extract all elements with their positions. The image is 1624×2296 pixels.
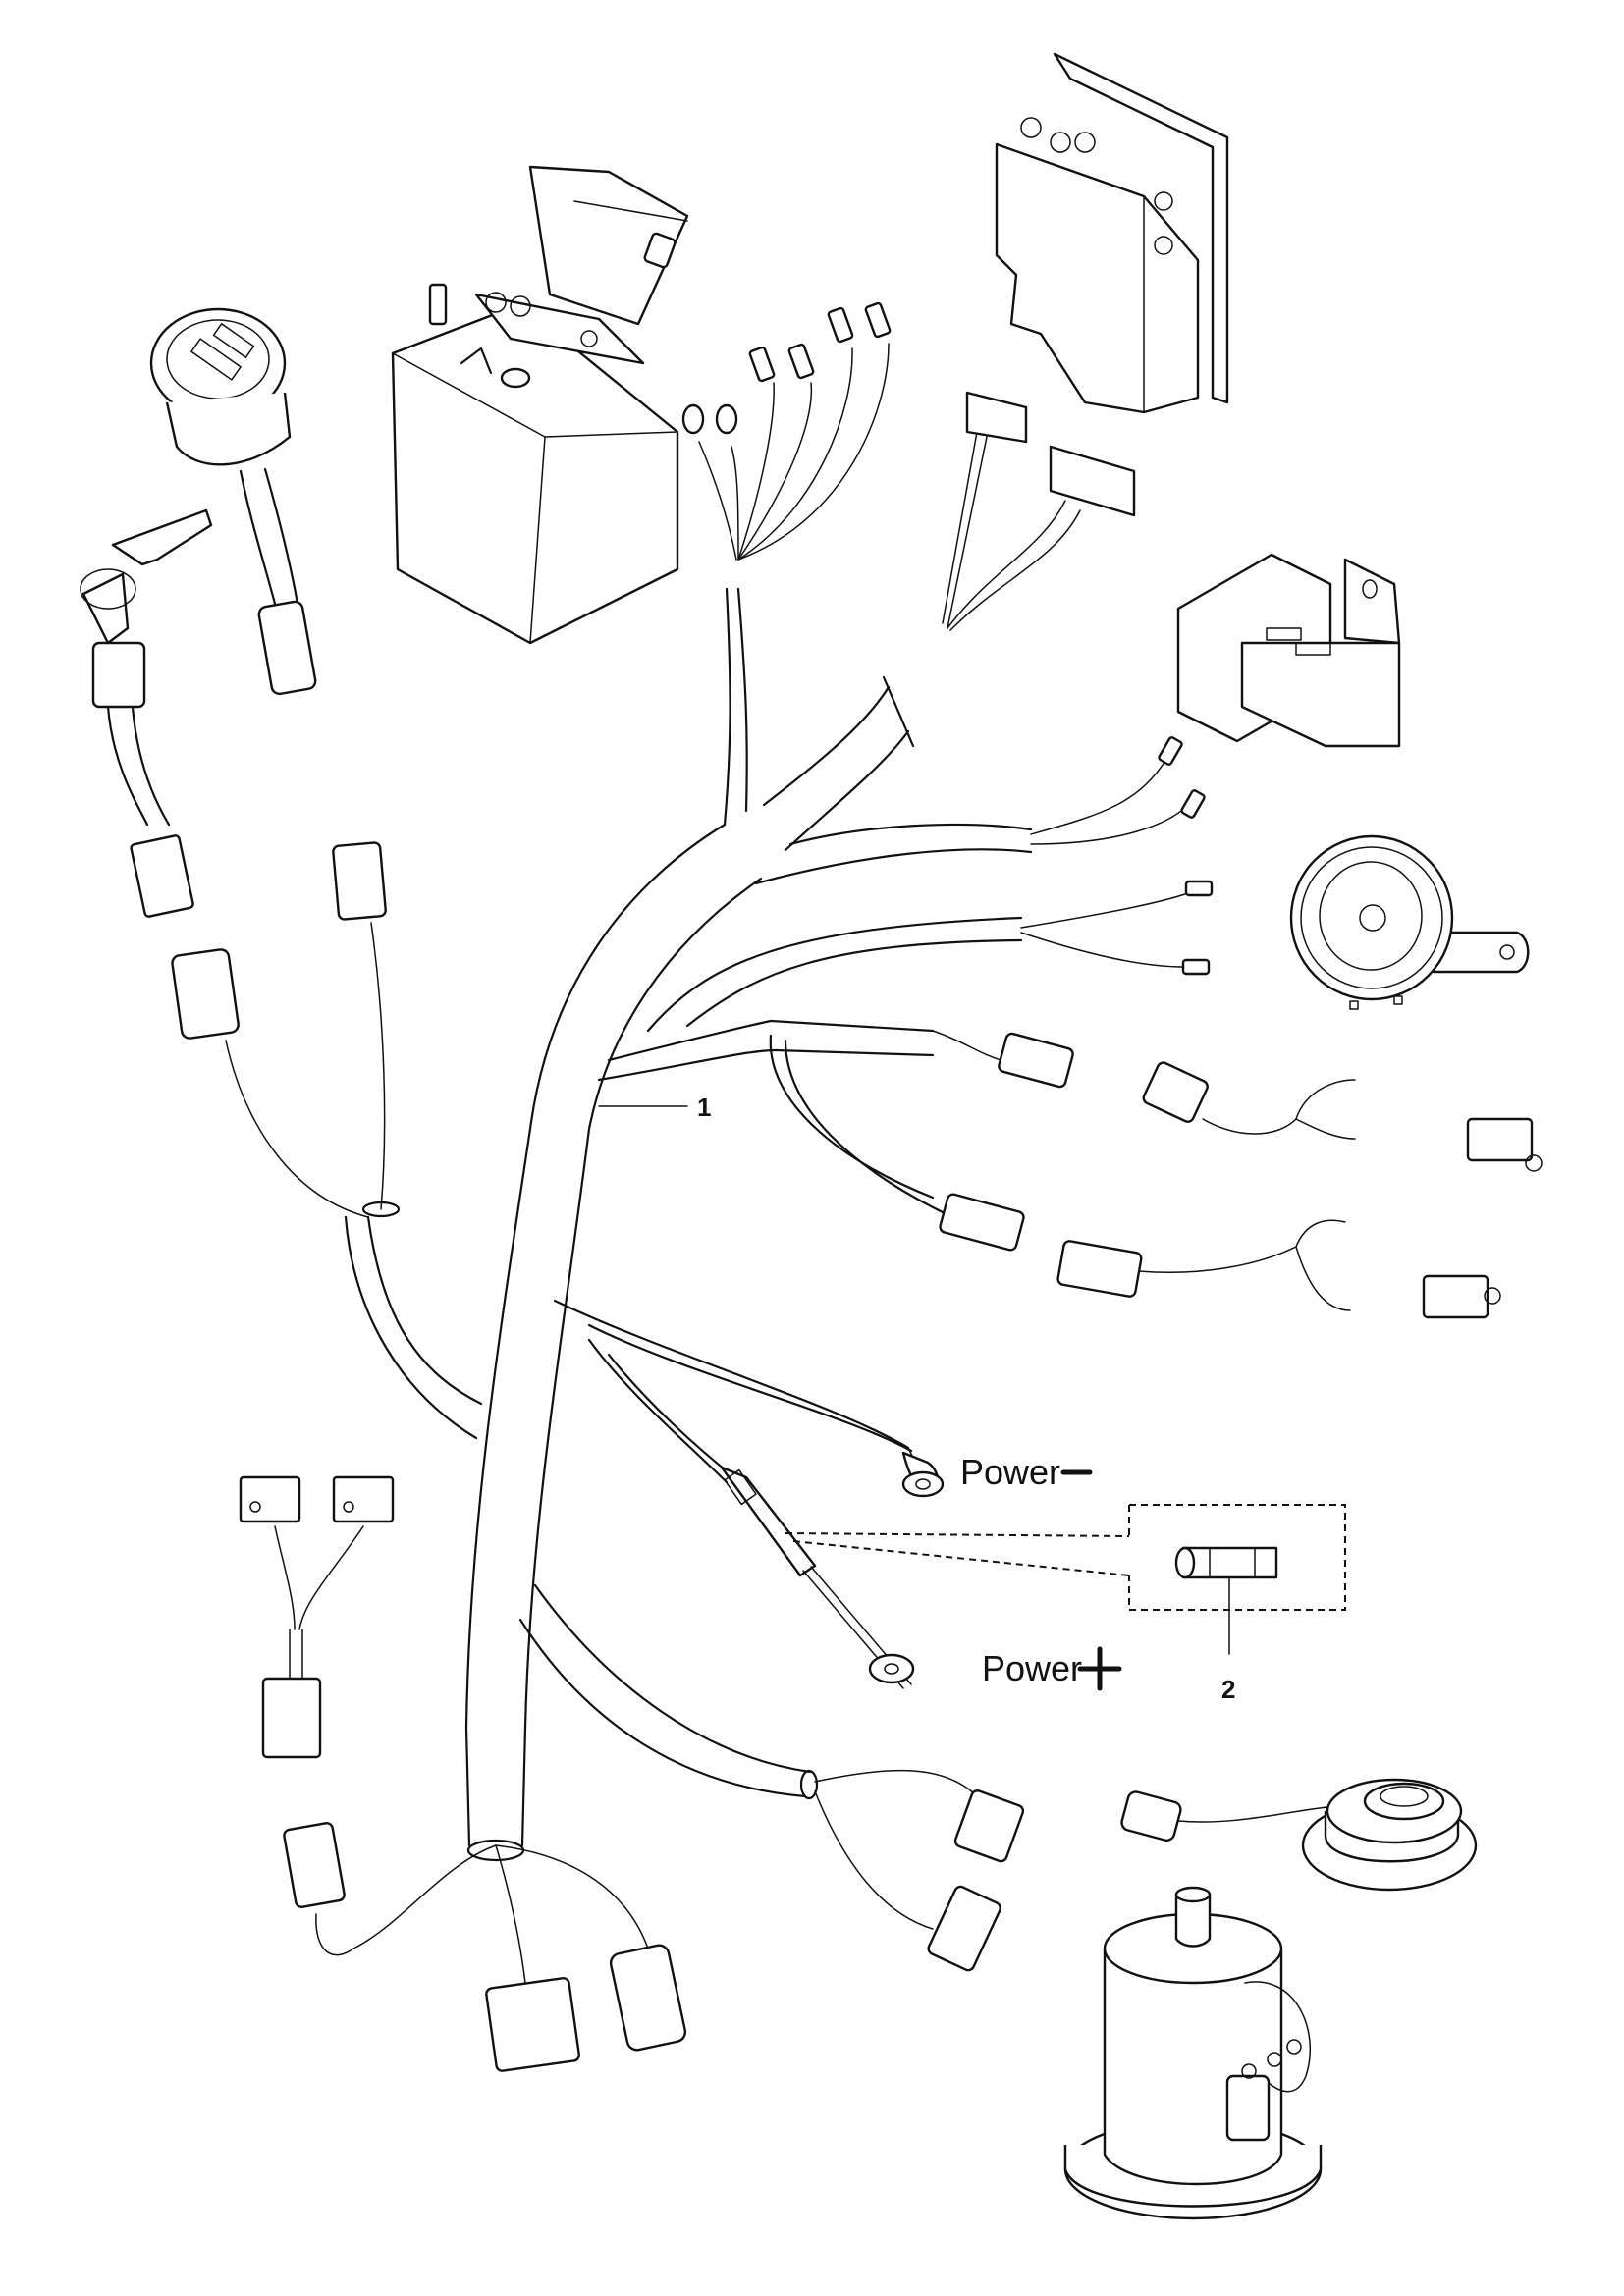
micro-switch-b bbox=[1138, 1219, 1501, 1319]
key-switch bbox=[80, 508, 213, 918]
power-positive-text: Power bbox=[982, 1648, 1082, 1688]
mid-connectors bbox=[932, 1030, 1209, 1298]
contactor-spade-wires bbox=[1030, 736, 1206, 845]
hydraulic-pump-motor bbox=[474, 165, 689, 365]
motor-controller bbox=[995, 52, 1229, 414]
fuse-icon bbox=[1174, 1546, 1278, 1579]
power-negative-label: Power bbox=[960, 1452, 1093, 1492]
power-negative-terminal bbox=[901, 1447, 945, 1498]
power-positive-label: Power bbox=[982, 1646, 1122, 1691]
battery-indicator bbox=[149, 307, 317, 696]
callout-1: 1 bbox=[598, 1093, 711, 1122]
electromagnetic-brake bbox=[1120, 1778, 1478, 1892]
main-contactor bbox=[1176, 553, 1401, 748]
dual-microswitch-assembly bbox=[239, 1475, 395, 1759]
micro-switch-a bbox=[1202, 1079, 1543, 1172]
indicator-connector-pair bbox=[171, 841, 387, 1218]
ring-and-spade-terminals bbox=[681, 301, 892, 561]
power-positive-terminal bbox=[868, 1653, 915, 1684]
controller-connectors bbox=[942, 391, 1136, 631]
main-harness-trunk bbox=[344, 587, 1033, 1862]
callout-2-label: 2 bbox=[1221, 1675, 1235, 1704]
horn bbox=[1289, 834, 1530, 1010]
traction-motor bbox=[1063, 1886, 1323, 2220]
brake-motor-connectors bbox=[814, 1769, 1025, 1972]
bottom-connectors bbox=[283, 1822, 687, 2072]
fuse-detail: 2 bbox=[785, 1504, 1346, 1704]
callout-1-label: 1 bbox=[697, 1093, 711, 1122]
power-negative-text: Power bbox=[960, 1452, 1060, 1492]
horn-spade-wires bbox=[1020, 880, 1214, 976]
